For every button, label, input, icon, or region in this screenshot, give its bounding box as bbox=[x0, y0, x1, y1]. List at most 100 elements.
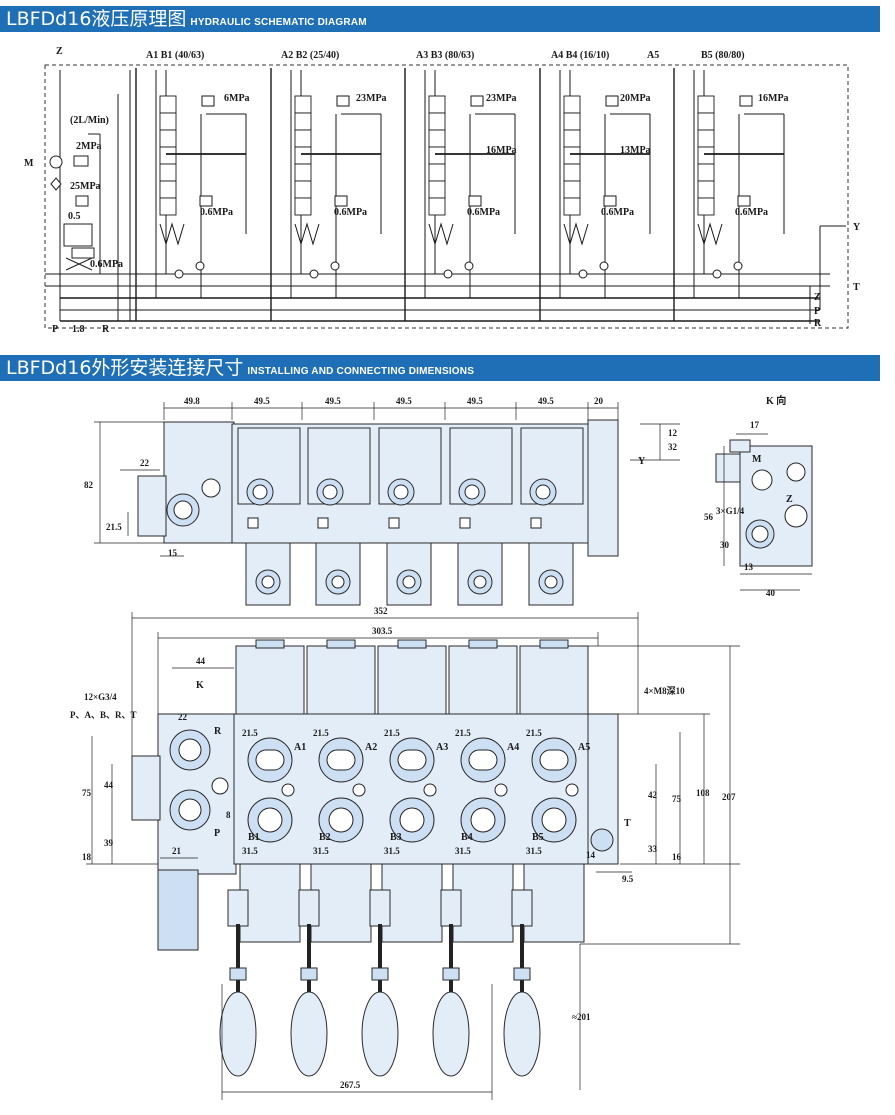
top-view-dimensions bbox=[94, 402, 680, 557]
spool-box bbox=[428, 180, 446, 199]
front-inner: 303.5 bbox=[372, 626, 393, 636]
inlet-value-3: 0.5 bbox=[68, 211, 81, 222]
front-dim-44: 44 bbox=[196, 656, 206, 666]
spool-box bbox=[294, 95, 312, 114]
k-g-label: 3×G1/4 bbox=[716, 506, 745, 516]
spool-box bbox=[428, 163, 446, 182]
handle-length: ≈201 bbox=[572, 1012, 591, 1022]
port-b-label-5: B5 bbox=[532, 832, 544, 843]
section-1-pressure: 6MPa bbox=[224, 93, 250, 104]
spool-box bbox=[159, 197, 177, 216]
port-plug-1 bbox=[281, 783, 295, 797]
port-b-label-3: B3 bbox=[390, 832, 402, 843]
spool-housing-5 bbox=[523, 863, 585, 943]
handle-collar-1 bbox=[229, 967, 247, 981]
pilot-valve bbox=[334, 195, 348, 207]
port-a-bore-5 bbox=[539, 749, 569, 771]
pilot-valve bbox=[603, 195, 617, 207]
section-4-pressure: 20MPa bbox=[620, 93, 651, 104]
relief-valve bbox=[470, 95, 484, 107]
k-z-label: Z bbox=[786, 494, 793, 505]
k-dim-56: 56 bbox=[704, 512, 714, 522]
port-b-dim-1: 31.5 bbox=[242, 846, 258, 856]
top-left-22: 22 bbox=[140, 458, 150, 468]
port-a-dim-3: 21.5 bbox=[384, 728, 400, 738]
check-valve bbox=[733, 261, 743, 271]
front-dim-8: 8 bbox=[226, 810, 231, 820]
port-a-label-3: A3 bbox=[436, 742, 448, 753]
inlet-value-2: 25MPa bbox=[70, 181, 101, 192]
pilot-valve bbox=[737, 195, 751, 207]
spool-box bbox=[294, 112, 312, 131]
front-right-207: 207 bbox=[722, 792, 736, 802]
port-a-dim-1: 21.5 bbox=[242, 728, 258, 738]
inlet-value-4: 0.6MPa bbox=[90, 259, 123, 270]
port-a-label-5: A5 bbox=[578, 742, 590, 753]
handle-bracket-1 bbox=[227, 889, 249, 927]
top-plug-3 bbox=[388, 517, 400, 529]
top-lower-bore-1 bbox=[261, 575, 275, 589]
top-plug-5 bbox=[530, 517, 542, 529]
port-b-bore-1 bbox=[257, 807, 283, 833]
port-b-label-2: B2 bbox=[319, 832, 331, 843]
top-left-21-5: 21.5 bbox=[106, 522, 122, 532]
spool-housing-3 bbox=[381, 863, 443, 943]
spool-housing-4 bbox=[452, 863, 514, 943]
port-b-bore-4 bbox=[470, 807, 496, 833]
front-k-mark: K bbox=[196, 680, 204, 691]
spool-box bbox=[159, 163, 177, 182]
port-b-label-1: B1 bbox=[248, 832, 260, 843]
section-2-label: A2 B2 (25/40) bbox=[281, 50, 339, 61]
section-3-label: A3 B3 (80/63) bbox=[416, 50, 474, 61]
top-plug-4 bbox=[459, 517, 471, 529]
front-right-75: 75 bbox=[672, 794, 682, 804]
port-plug-5 bbox=[565, 783, 579, 797]
section-4-sub-pressure: 13MPa bbox=[620, 145, 651, 156]
handle-collar-2 bbox=[300, 967, 318, 981]
spool-box bbox=[294, 197, 312, 216]
spool-box bbox=[563, 180, 581, 199]
top-port-bore-4 bbox=[464, 484, 480, 500]
top-lower-bore-4 bbox=[473, 575, 487, 589]
port-a-bore-4 bbox=[468, 749, 498, 771]
top-port-bore-5 bbox=[535, 484, 551, 500]
spool-box bbox=[428, 95, 446, 114]
top-width-4: 49.5 bbox=[396, 396, 412, 406]
port-r-label: R bbox=[102, 324, 110, 334]
k-view bbox=[715, 433, 813, 591]
top-plug-2 bbox=[317, 517, 329, 529]
spool-box bbox=[697, 112, 715, 131]
spool-box bbox=[294, 146, 312, 165]
valve-section-2 bbox=[270, 68, 382, 321]
spring-symbol bbox=[563, 222, 589, 246]
port-b-label-4: B4 bbox=[461, 832, 473, 843]
bottom-267-5: 267.5 bbox=[340, 1080, 361, 1090]
spool-box bbox=[563, 129, 581, 148]
k-dim-30: 30 bbox=[720, 540, 730, 550]
handle-knob-1 bbox=[219, 991, 257, 1077]
k-m-label: M bbox=[752, 454, 762, 465]
pilot-valve bbox=[199, 195, 213, 207]
check-valve bbox=[599, 261, 609, 271]
port-z-label: Z bbox=[56, 46, 63, 57]
front-left-39: 39 bbox=[104, 838, 114, 848]
port-b-dim-5: 31.5 bbox=[526, 846, 542, 856]
relief-valve bbox=[739, 95, 753, 107]
section-5-pressure: 16MPa bbox=[758, 93, 789, 104]
check-valve-2 bbox=[174, 269, 184, 279]
spring-symbol bbox=[294, 222, 320, 246]
spool-box bbox=[697, 197, 715, 216]
valve-section-3 bbox=[404, 68, 516, 321]
coil-cap-3 bbox=[397, 639, 427, 649]
right-z-label: Z bbox=[814, 292, 821, 303]
section-3-pilot: 0.6MPa bbox=[467, 207, 500, 218]
spool-box bbox=[697, 146, 715, 165]
top-lower-bore-3 bbox=[402, 575, 416, 589]
section-3-pressure: 23MPa bbox=[486, 93, 517, 104]
k-dim-40: 40 bbox=[766, 588, 776, 598]
ports-list: P、A、B、R、T bbox=[70, 710, 137, 720]
relief-valve bbox=[336, 95, 350, 107]
spool-box bbox=[159, 95, 177, 114]
spool-box bbox=[428, 129, 446, 148]
